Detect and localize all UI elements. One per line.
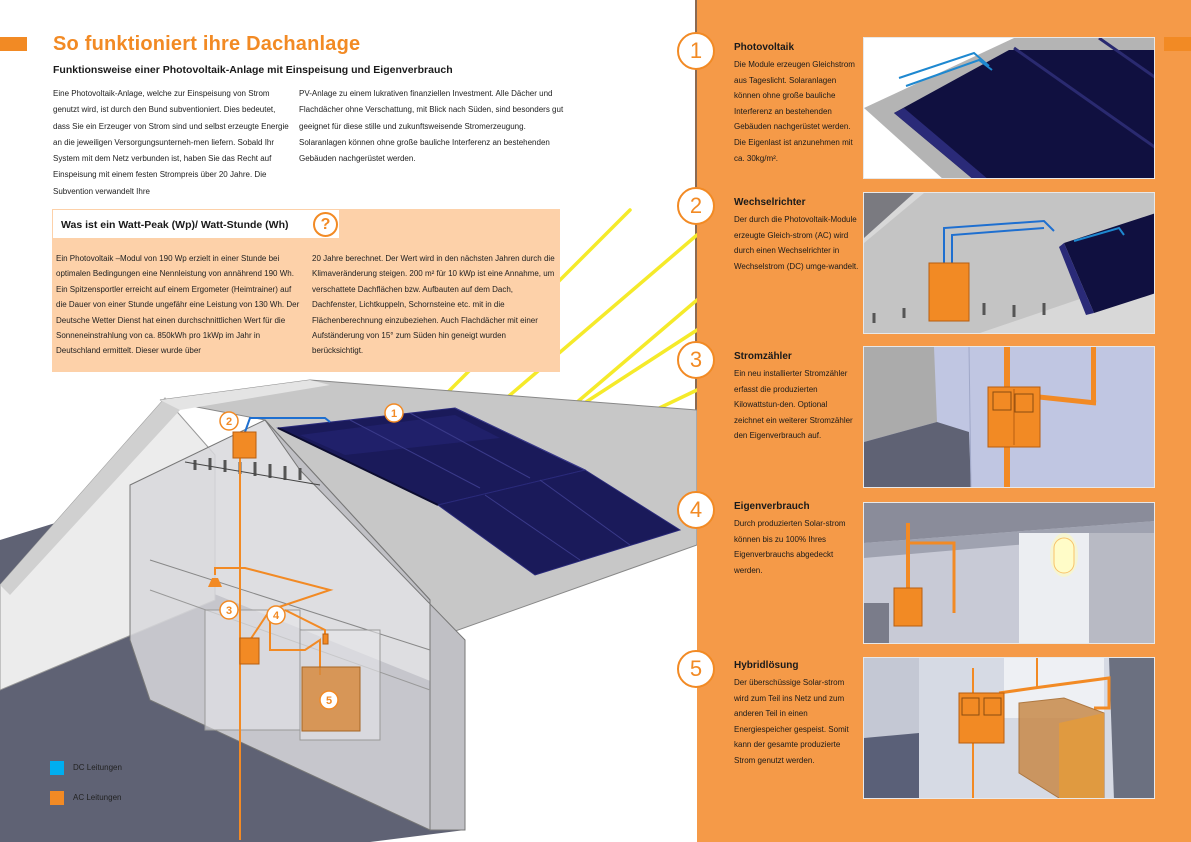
marker-3: 3	[219, 600, 239, 620]
svg-text:1: 1	[391, 408, 397, 420]
step-number-badge: 1	[677, 32, 715, 70]
step-number-badge: 2	[677, 187, 715, 225]
dc-swatch	[50, 761, 64, 775]
step-title: Stromzähler	[734, 351, 792, 362]
legend-label: DC Leitungen	[73, 763, 122, 773]
ac-swatch	[50, 791, 64, 805]
info-box-heading: Was ist ein Watt-Peak (Wp)/ Watt-Stunde …	[61, 219, 289, 231]
dc-line	[244, 417, 331, 433]
legend-item-dc: DC Leitungen	[50, 761, 122, 775]
step-3: 3 Stromzähler Ein neu installierter Stro…	[677, 341, 862, 491]
svg-text:4: 4	[273, 610, 280, 622]
info-box-header: Was ist ein Watt-Peak (Wp)/ Watt-Stunde …	[52, 209, 340, 239]
svg-text:5: 5	[326, 695, 332, 707]
svg-text:3: 3	[226, 605, 232, 617]
house-illustration: 1 2 3 4 5	[0, 208, 697, 842]
sun-ray	[473, 233, 697, 427]
info-text-col1: Ein Photovoltaik –Modul von 190 Wp erzie…	[56, 254, 300, 356]
meter-box	[239, 637, 260, 665]
solar-panel-array	[276, 407, 682, 576]
step-text: Der überschüssige Solar-strom wird zum T…	[734, 678, 849, 765]
thumbnail-photovoltaik	[863, 37, 1155, 179]
step-number-badge: 3	[677, 341, 715, 379]
step-title: Photovoltaik	[734, 42, 795, 53]
step-title: Wechselrichter	[734, 197, 806, 208]
step-title: Eigenverbrauch	[734, 501, 810, 512]
illustration-markers: 1 2 3 4 5	[219, 403, 404, 710]
thumbnail-wechselrichter	[863, 192, 1155, 334]
thumbnail-stromzaehler	[863, 346, 1155, 488]
page-subtitle: Funktionsweise einer Photovoltaik-Anlage…	[53, 64, 453, 76]
page-tab-marker-right	[1164, 37, 1191, 51]
question-icon: ?	[313, 212, 338, 237]
svg-text:2: 2	[226, 416, 232, 428]
step-5: 5 Hybridlösung Der überschüssige Solar-s…	[677, 650, 862, 800]
step-1: 1 Photovoltaik Die Module erzeugen Gleic…	[677, 32, 862, 182]
page-title: So funktioniert ihre Dachanlage	[53, 33, 361, 55]
marker-2: 2	[219, 411, 239, 431]
legend-label: AC Leitungen	[73, 793, 122, 803]
intro-text-col1: Eine Photovoltaik-Anlage, welche zur Ein…	[53, 89, 289, 196]
step-text: Ein neu installierter Stromzähler erfass…	[734, 369, 853, 441]
step-number-badge: 5	[677, 650, 715, 688]
step-text: Die Module erzeugen Gleichstrom aus Tage…	[734, 60, 855, 163]
step-number-badge: 4	[677, 491, 715, 529]
step-text: Der durch die Photovoltaik-Module erzeug…	[734, 215, 859, 271]
thumbnail-eigenverbrauch	[863, 502, 1155, 644]
intro-text-col2: PV-Anlage zu einem lukrativen finanziell…	[299, 89, 564, 164]
step-2: 2 Wechselrichter Der durch die Photovolt…	[677, 187, 862, 337]
inverter-box	[232, 431, 257, 459]
info-text-col2: 20 Jahre berechnet. Der Wert wird in den…	[312, 254, 555, 356]
thumbnail-hybridloesung	[863, 657, 1155, 799]
marker-4: 4	[266, 605, 286, 625]
step-text: Durch produzierten Solar-strom können bi…	[734, 519, 846, 575]
step-4: 4 Eigenverbrauch Durch produzierten Sola…	[677, 491, 862, 641]
marker-5: 5	[319, 690, 339, 710]
legend-item-ac: AC Leitungen	[50, 791, 121, 805]
marker-1: 1	[384, 403, 404, 423]
step-title: Hybridlösung	[734, 660, 799, 671]
lamp	[208, 578, 222, 587]
page-tab-marker-left	[0, 37, 27, 51]
